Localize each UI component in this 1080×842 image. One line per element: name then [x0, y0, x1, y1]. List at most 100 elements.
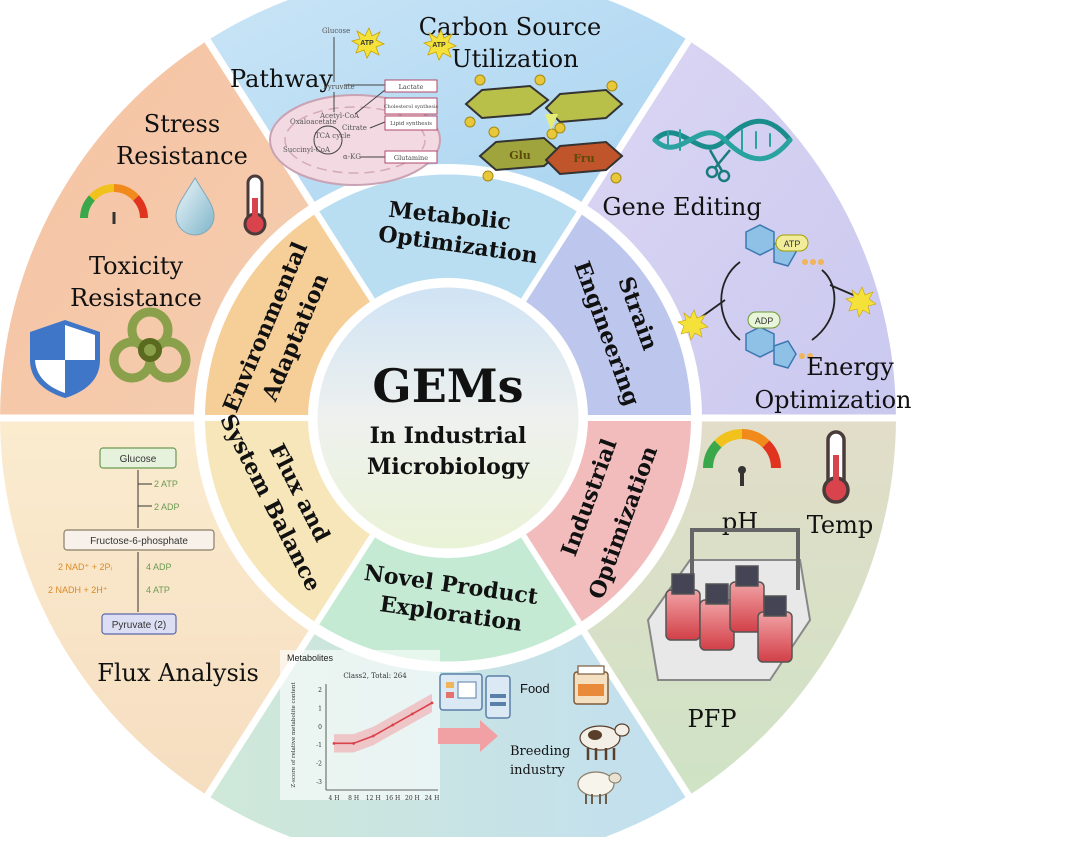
milk-carton-icon: [573, 665, 609, 705]
chart-background: [280, 650, 440, 800]
ph-gauge-icon: [703, 429, 781, 486]
pathway-glutamine: Glutamine: [394, 154, 428, 162]
screen-icon: [439, 673, 511, 719]
stress-panel: Stress Resistance Toxicity Resistance: [30, 110, 267, 398]
chart-point: [411, 712, 414, 716]
pathway-succinyl-coa: Succinyl-CoA: [283, 146, 331, 154]
chart-point: [332, 741, 336, 745]
pathway-citrate: Citrate: [342, 124, 367, 132]
toxicity-title-1: Toxicity: [89, 252, 184, 280]
carbon-title-2: Utilization: [451, 45, 578, 73]
chart-y-tick: -3: [316, 779, 322, 786]
sheep-icon: [577, 771, 622, 804]
energy-title-2: Optimization: [755, 386, 912, 414]
toxicity-title-2: Resistance: [70, 284, 202, 312]
thermometer-icon-2: [243, 174, 267, 236]
center-circle: [310, 280, 586, 556]
flux-glucose: Glucose: [120, 454, 157, 465]
industrial-panel: pH Temp PFP: [646, 429, 873, 733]
pathway-akg: α-KG: [343, 153, 361, 161]
svg-text:ATP: ATP: [432, 42, 446, 49]
atp-molecule-icon: ATP: [745, 224, 824, 267]
chart-point: [430, 701, 434, 705]
breeding-label-1: Breeding: [510, 744, 570, 759]
chart-y-tick: 0: [318, 724, 322, 731]
center-subtitle-line2: Microbiology: [367, 454, 530, 480]
flux-f6p: Fructose-6-phosphate: [90, 536, 188, 547]
pathway-panel: Pathway Glucose Pyruvate Acetyl-CoA Citr…: [230, 27, 441, 186]
breeding-label-2: industry: [510, 763, 565, 778]
inner-ring: [204, 174, 692, 662]
energy-title-1: Energy: [806, 353, 894, 381]
pathway-cholesterol: Cholesterol synthesis: [384, 104, 439, 110]
flux-pyruvate: Pyruvate (2): [112, 620, 166, 631]
svg-text:ATP: ATP: [784, 239, 801, 249]
svg-text:ADP: ADP: [755, 316, 774, 326]
pathway-lactate: Lactate: [399, 83, 424, 91]
stress-title-2: Resistance: [116, 142, 248, 170]
water-drop-icon: [175, 177, 215, 236]
temp-label: Temp: [807, 511, 873, 539]
dna-helix-icon: [652, 118, 793, 162]
flux-nadh: 2 NADH + 2H⁺: [48, 585, 108, 595]
thermometer-icon: [822, 430, 850, 504]
inner-sector-industrial: [523, 418, 692, 623]
pathway-pyruvate: Pyruvate: [323, 83, 355, 91]
inner-sector-strain: [523, 213, 692, 418]
gene-editing-title: Gene Editing: [602, 193, 761, 221]
outer-sector-environmental: [0, 40, 314, 418]
chart-ylabel: Z-score of relative metabolite content: [291, 682, 297, 788]
center-title: GEMs: [372, 359, 523, 413]
adp-molecule-icon: ADP: [745, 311, 813, 369]
sugar-fru-label: Fru: [573, 152, 594, 165]
pathway-glucose: Glucose: [322, 27, 350, 35]
pressure-gauge-icon: [80, 184, 148, 224]
sugar-glu-label: Glu: [509, 149, 531, 162]
bioreactor-icon: [646, 528, 812, 681]
chart-x-tick: 8 H: [348, 795, 359, 802]
pathway-lipid: Lipid synthesis: [390, 121, 432, 127]
chart-x-tick: 16 H: [385, 795, 400, 802]
chart-x-tick: 12 H: [366, 795, 381, 802]
cow-icon: [579, 723, 630, 760]
flux-2atp: 2 ATP: [154, 479, 178, 489]
pathway-oxaloacetate: Oxaloacetate: [290, 118, 337, 126]
sugar-molecule-icon: [464, 74, 624, 184]
arrow-icon: [438, 720, 498, 752]
chart-y-tick: 1: [318, 705, 322, 712]
atp-burst-icon-2: ATP: [422, 29, 457, 61]
inner-sector-novel: [316, 535, 580, 662]
chart-x-tick: 24 H: [425, 795, 440, 802]
biohazard-icon: [109, 307, 191, 383]
atp-burst-icon: ATP: [350, 27, 385, 59]
carbon-source-panel: Carbon Source Utilization ATP Glu Fru: [419, 13, 624, 184]
chart-series-line: [334, 702, 433, 745]
pfp-label: PFP: [688, 705, 737, 733]
center-subtitle-line1: In Industrial: [370, 423, 527, 449]
pathway-tca: TCA cycle: [315, 132, 350, 140]
chart-y-tick: 2: [318, 687, 322, 694]
pathway-acetyl-coa: Acetyl-CoA: [319, 112, 360, 120]
chart-y-tick: -2: [316, 761, 322, 768]
chart-x-tick: 4 H: [329, 795, 340, 802]
inner-sector-metabolic: [316, 174, 580, 301]
gene-editing-panel: Gene Editing: [602, 118, 793, 221]
scissors-icon: [705, 149, 731, 183]
chart-point: [391, 723, 395, 727]
novel-panel: Metabolites Class2, Total: 264 Z-score o…: [280, 650, 630, 804]
outer-sector-flux: [0, 418, 314, 796]
pathway-title: Pathway: [230, 65, 333, 93]
flux-4adp: 4 ADP: [146, 562, 172, 572]
chart-x-tick: 20 H: [405, 795, 420, 802]
inner-sector-environmental: [204, 213, 373, 418]
chart-subtitle: Class2, Total: 264: [343, 672, 407, 680]
food-label: Food: [520, 681, 550, 696]
flux-nad: 2 NAD⁺ + 2Pᵢ: [58, 562, 112, 572]
flux-2adp: 2 ADP: [154, 502, 180, 512]
chart-series-band: [334, 693, 432, 753]
chart-y-tick: -1: [316, 742, 322, 749]
chart-title: Metabolites: [287, 653, 334, 663]
energy-panel: ATP ADP Energy Optimization: [677, 224, 912, 414]
